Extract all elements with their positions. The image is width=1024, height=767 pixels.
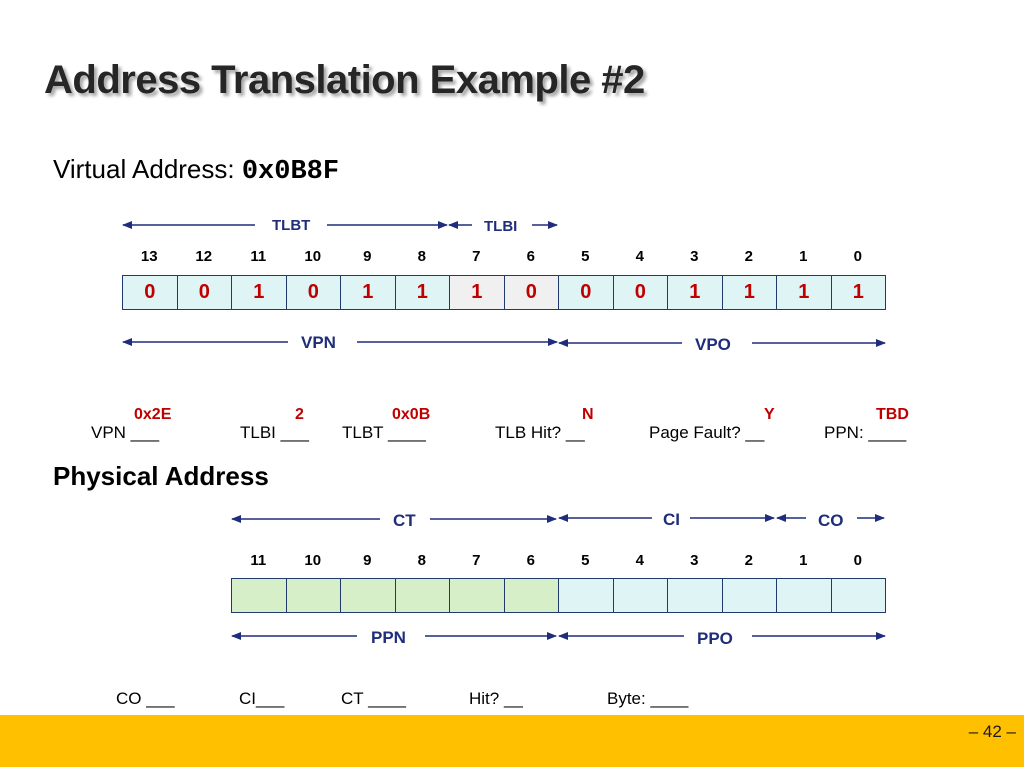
- bit-cell: 1: [668, 275, 723, 310]
- bit-cell: 1: [341, 275, 396, 310]
- ppn-answer: TBD: [876, 406, 909, 423]
- vpo-label: VPO: [695, 335, 731, 354]
- bit-number: 11: [250, 552, 267, 569]
- virtual-address-label: Virtual Address:: [53, 154, 235, 184]
- bit-cell: [613, 578, 668, 613]
- bit-cell: 1: [232, 275, 287, 310]
- bit-cell: [450, 578, 505, 613]
- tlb-hit-answer: N: [582, 406, 594, 423]
- bit-number: 0: [853, 248, 862, 265]
- bit-number: 2: [744, 552, 753, 569]
- byte-field: Byte: ____: [607, 689, 689, 708]
- bit-number: 9: [363, 552, 372, 569]
- bit-number: 8: [417, 248, 426, 265]
- bit-cell: 0: [504, 275, 559, 310]
- bit-number: 1: [799, 248, 808, 265]
- bit-cell: [232, 578, 287, 613]
- bit-number: 6: [526, 248, 535, 265]
- tlbt-label: TLBT: [272, 217, 311, 234]
- ci-label: CI: [663, 510, 680, 529]
- virtual-address-heading: Virtual Address: 0x0B8F: [53, 154, 339, 187]
- bit-cell: 0: [177, 275, 232, 310]
- bit-cell: 1: [831, 275, 886, 310]
- bit-number: 4: [635, 552, 644, 569]
- bit-cell: [341, 578, 396, 613]
- bit-number: 4: [635, 248, 644, 265]
- ct-label: CT: [393, 511, 416, 530]
- physical-bit-cells: [231, 578, 886, 613]
- bit-number: 3: [690, 248, 699, 265]
- tlbi-answer: 2: [295, 406, 304, 423]
- tlbt-field: TLBT ____: [342, 423, 426, 442]
- bit-number: 7: [472, 248, 481, 265]
- tlbt-answer: 0x0B: [392, 406, 431, 423]
- virtual-address-value: 0x0B8F: [241, 157, 340, 187]
- bit-number: 5: [581, 552, 590, 569]
- tlbi-field: TLBI ___: [240, 423, 309, 442]
- co-label: CO: [818, 511, 844, 530]
- bit-cell: [668, 578, 723, 613]
- bit-number: 13: [140, 248, 158, 265]
- tlb-hit-field: TLB Hit? __: [495, 423, 585, 442]
- bit-number: 1: [799, 552, 808, 569]
- physical-address-heading: Physical Address: [53, 461, 269, 492]
- vpn-answer: 0x2E: [134, 406, 172, 423]
- bit-cell: 1: [722, 275, 777, 310]
- bit-number: 0: [853, 552, 862, 569]
- vpn-field: VPN ___: [91, 423, 160, 442]
- bit-number: 3: [690, 552, 699, 569]
- bit-number: 10: [304, 552, 322, 569]
- bit-number: 9: [363, 248, 372, 265]
- bit-number: 12: [195, 248, 213, 265]
- bit-cell: 0: [613, 275, 668, 310]
- ci-field: CI___: [239, 689, 285, 708]
- page-fault-field: Page Fault? __: [649, 423, 765, 442]
- ppo-label: PPO: [697, 629, 733, 648]
- footer-bar: [0, 715, 1024, 767]
- ppn-arrow-label: PPN: [371, 628, 406, 647]
- bit-cell: 0: [286, 275, 341, 310]
- bit-cell: [286, 578, 341, 613]
- bit-cell: [777, 578, 832, 613]
- bit-cell: [559, 578, 614, 613]
- bit-number: 11: [250, 248, 267, 265]
- bit-number: 8: [417, 552, 426, 569]
- page-fault-answer: Y: [764, 406, 775, 423]
- bit-number: 5: [581, 248, 590, 265]
- bit-cell: 0: [123, 275, 178, 310]
- slide-title: Address Translation Example #2: [44, 58, 645, 102]
- bit-number: 7: [472, 552, 481, 569]
- bit-cell: 1: [395, 275, 450, 310]
- tlbi-label: TLBI: [484, 218, 518, 235]
- vpn-label: VPN: [301, 333, 336, 352]
- bit-cell: [395, 578, 450, 613]
- ppn-field: PPN: ____: [824, 423, 907, 442]
- physical-address-label: Physical Address: [53, 461, 269, 491]
- bit-cell: [831, 578, 886, 613]
- bit-cell: 1: [777, 275, 832, 310]
- bit-number: 2: [744, 248, 753, 265]
- bit-cell: 1: [450, 275, 505, 310]
- bit-number: 6: [526, 552, 535, 569]
- bit-cell: 0: [559, 275, 614, 310]
- bit-cell: [504, 578, 559, 613]
- co-field: CO ___: [116, 689, 175, 708]
- hit-field: Hit? __: [469, 689, 523, 708]
- page-number: – 42 –: [968, 722, 1016, 741]
- ct-field: CT ____: [341, 689, 406, 708]
- bit-number: 10: [304, 248, 322, 265]
- bit-cell: [722, 578, 777, 613]
